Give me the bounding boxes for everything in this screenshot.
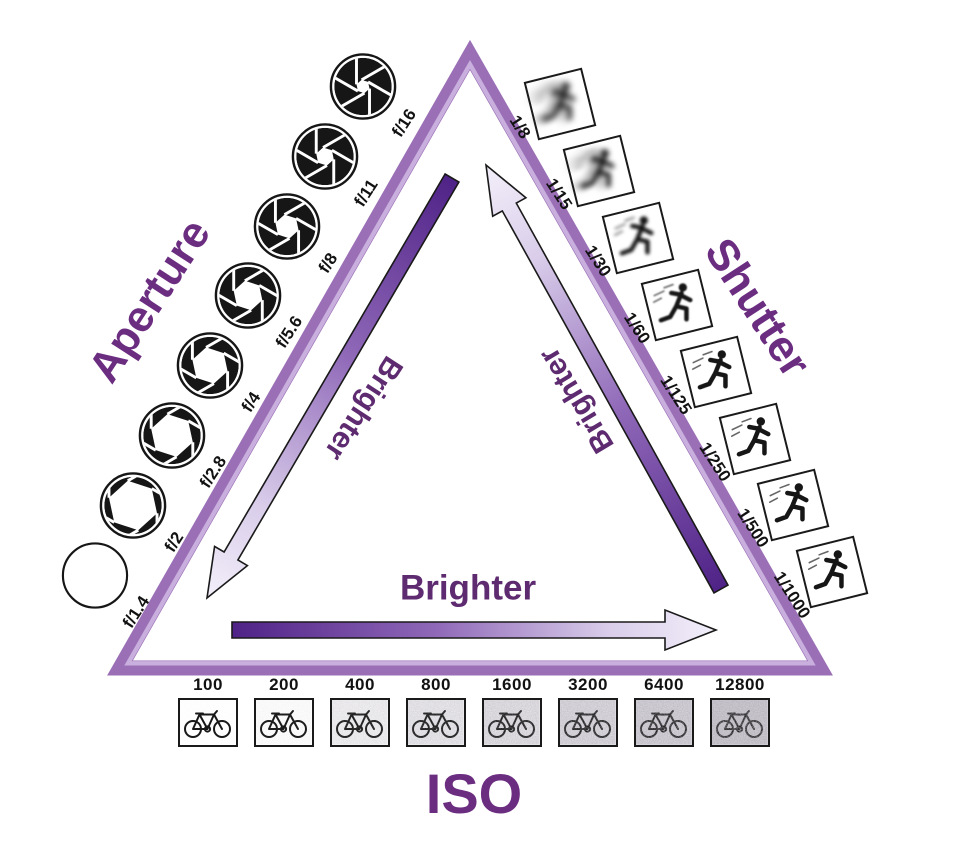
running-person-icon: [691, 349, 732, 390]
iso-stop: 6400: [634, 676, 694, 747]
iso-stop-frame: [254, 698, 314, 747]
aperture-blades-icon: [329, 52, 397, 120]
running-person-icon: [769, 483, 809, 523]
aperture-stop: [60, 541, 130, 616]
shutter-stop: [601, 201, 675, 275]
running-person-icon: [613, 216, 654, 256]
aperture-blades-icon: [214, 262, 282, 330]
iso-stop-frame: [406, 698, 466, 747]
iso-stop-label: 6400: [644, 675, 684, 694]
iso-stop: 100: [178, 676, 238, 747]
shutter-stop-frame: [757, 469, 830, 542]
iso-stop-frame: [178, 698, 238, 747]
iso-stop-label: 200: [269, 675, 299, 694]
shutter-stop: [523, 67, 597, 141]
iso-stop-frame: [634, 698, 694, 747]
bicycle-icon: [408, 700, 463, 744]
iso-stop-label: 12800: [715, 675, 765, 694]
shutter-stop: [795, 535, 869, 609]
iso-stop: 1600: [482, 676, 542, 747]
shutter-stop-frame: [718, 402, 791, 475]
iso-stop-label: 3200: [568, 675, 608, 694]
iso-stop: 3200: [558, 676, 618, 747]
shutter-stop-frame: [601, 201, 675, 275]
aperture-blades-icon: [138, 402, 205, 469]
aperture-stop: [98, 471, 168, 546]
iso-stop: 12800: [710, 676, 770, 747]
shutter-stop-frame: [523, 67, 597, 141]
aperture-blades-icon: [176, 332, 244, 400]
running-person-icon: [574, 149, 615, 189]
triangle-outline: [107, 39, 833, 676]
aperture-blades-icon: [99, 472, 167, 539]
iso-brighter-arrow: [231, 608, 719, 652]
aperture-brighter-arrow: [205, 172, 460, 600]
aperture-stop: [137, 401, 207, 476]
shutter-stop: [562, 134, 636, 208]
running-person-icon: [535, 82, 576, 122]
shutter-stop-frame: [679, 335, 752, 408]
iso-stop-label: 400: [345, 675, 375, 694]
aperture-stop: [290, 121, 360, 196]
shutter-stop-frame: [795, 535, 869, 609]
bicycle-icon: [180, 700, 235, 744]
iso-stop-label: 1600: [492, 675, 532, 694]
iso-brighter-label: Brighter: [399, 568, 537, 608]
aperture-blades-icon: [61, 542, 129, 609]
aperture-blades-icon: [291, 122, 359, 190]
shutter-brighter-arrow: [484, 163, 730, 594]
aperture-stop: [328, 51, 398, 126]
bicycle-icon: [560, 700, 615, 744]
shutter-stop-frame: [640, 268, 714, 342]
bicycle-icon: [712, 700, 767, 744]
aperture-stop: [252, 191, 322, 266]
aperture-blades-icon: [253, 192, 320, 260]
iso-stop-frame: [710, 698, 770, 747]
triangle-outline-inner-highlight: [124, 59, 816, 666]
bicycle-icon: [256, 700, 311, 744]
running-person-icon: [652, 282, 693, 323]
running-person-icon: [730, 416, 771, 457]
iso-stop: 200: [254, 676, 314, 747]
iso-stop-label: 100: [193, 675, 223, 694]
bicycle-icon: [636, 700, 691, 744]
iso-stop-label: 800: [421, 675, 451, 694]
shutter-stop-frame: [562, 134, 636, 208]
iso-stop: 800: [406, 676, 466, 747]
iso-axis-title: ISO: [425, 762, 523, 825]
aperture-stop: [175, 331, 245, 406]
iso-stop-frame: [482, 698, 542, 747]
running-person-icon: [808, 550, 848, 590]
aperture-stop: [213, 261, 283, 336]
iso-stop-frame: [330, 698, 390, 747]
iso-stop: 400: [330, 676, 390, 747]
shutter-stop: [757, 469, 830, 542]
shutter-stop: [679, 335, 752, 408]
shutter-stop: [640, 268, 714, 342]
iso-stop-frame: [558, 698, 618, 747]
shutter-stop: [718, 402, 791, 475]
bicycle-icon: [484, 700, 539, 744]
bicycle-icon: [332, 700, 387, 744]
